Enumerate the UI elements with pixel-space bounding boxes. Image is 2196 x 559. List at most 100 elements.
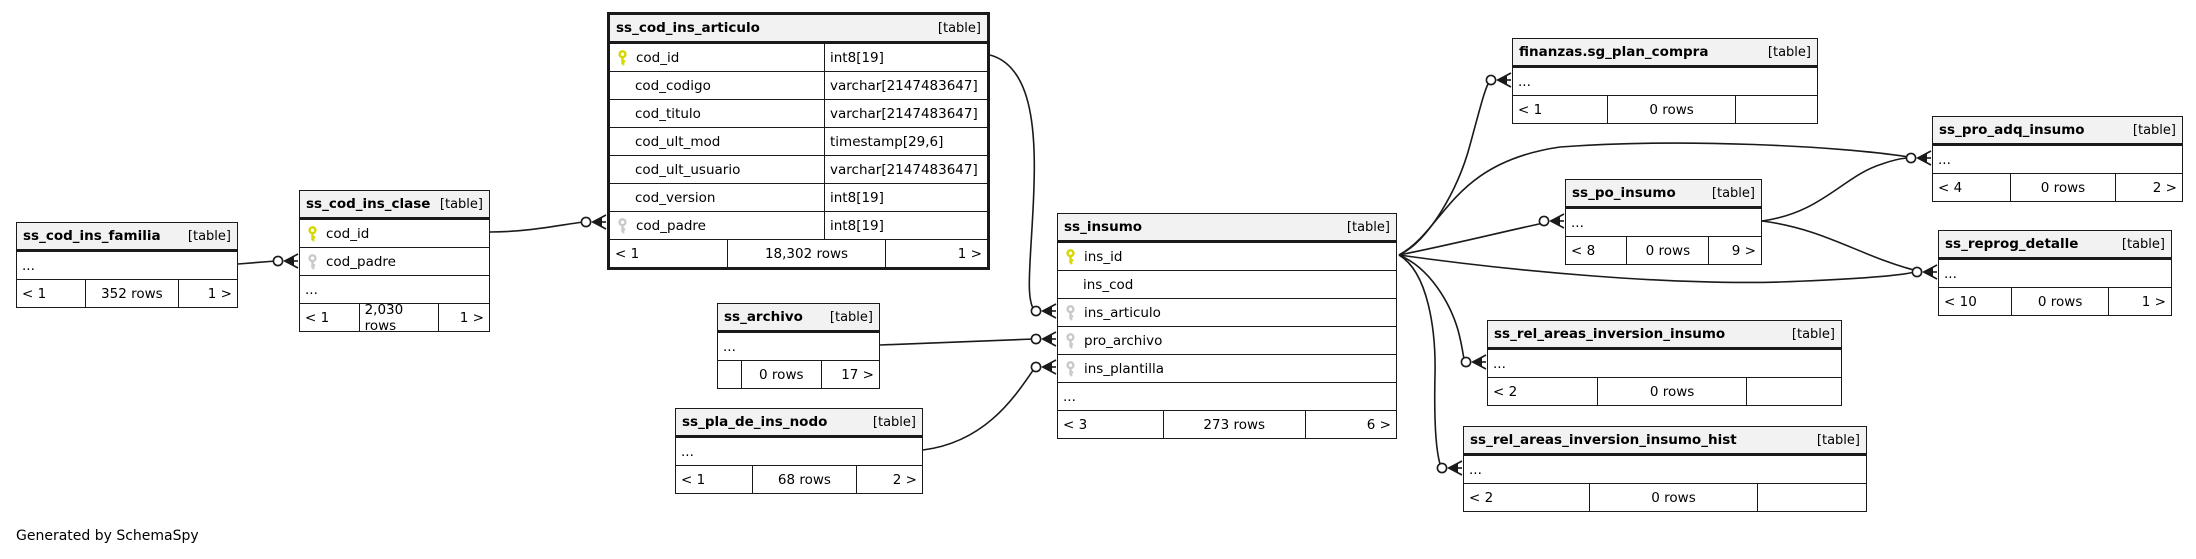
table-header[interactable]: ss_reprog_detalle[table] — [1939, 231, 2171, 259]
pager-next: 1 > — [177, 280, 237, 307]
row-count: 273 rows — [1162, 411, 1305, 438]
row-count: 0 rows — [1597, 378, 1745, 405]
column-name: cod_codigo — [635, 77, 711, 94]
table-badge: [table] — [1711, 185, 1755, 201]
pager-prev: < 8 — [1571, 242, 1596, 259]
table-header[interactable]: ss_rel_areas_inversion_insumo_hist[table… — [1464, 427, 1866, 455]
table-header[interactable]: ss_insumo[table] — [1058, 214, 1396, 242]
pager-prev: < 10 — [1944, 293, 1977, 310]
hidden-columns-ellipsis: ... — [1063, 388, 1076, 405]
table-box-ss_rel_areas_inversion_insumo[interactable]: ss_rel_areas_inversion_insumo[table]...<… — [1487, 320, 1842, 406]
pager-prev: < 2 — [1493, 383, 1518, 400]
column-type: varchar[2147483647] — [830, 105, 978, 122]
column-type: int8[19] — [830, 189, 884, 206]
table-header[interactable]: ss_rel_areas_inversion_insumo[table] — [1488, 321, 1841, 349]
column-row: ... — [718, 332, 879, 360]
hidden-columns-ellipsis: ... — [1944, 265, 1957, 282]
crow-foot-connector — [580, 214, 607, 230]
pager-next — [1734, 96, 1817, 123]
column-name: cod_padre — [326, 253, 396, 270]
table-name: ss_insumo — [1064, 219, 1143, 235]
table-badge: [table] — [439, 196, 483, 212]
column-name: ins_id — [1084, 248, 1123, 265]
pager-next: 17 > — [821, 361, 879, 388]
crow-foot-connector — [1538, 213, 1565, 229]
row-count: 352 rows — [85, 280, 177, 307]
row-count: 2,030 rows — [358, 302, 438, 334]
crow-foot-connector — [1030, 359, 1057, 375]
table-box-ss_cod_ins_clase[interactable]: ss_cod_ins_clase[table]cod_id cod_padre..… — [299, 190, 490, 334]
column-row: ... — [1933, 145, 2182, 173]
column-name: ins_cod — [1083, 276, 1134, 293]
table-name: ss_cod_ins_familia — [23, 228, 161, 244]
table-badge: [table] — [1816, 432, 1860, 448]
row-count: 0 rows — [2010, 174, 2115, 201]
table-name: ss_rel_areas_inversion_insumo — [1494, 326, 1726, 342]
primary-key-icon — [618, 49, 627, 65]
pager-prev: < 3 — [1063, 416, 1088, 433]
pager-next: 2 > — [855, 466, 922, 493]
primary-key-icon — [308, 225, 317, 241]
table-header[interactable]: ss_cod_ins_familia[table] — [17, 223, 237, 251]
foreign-key-icon — [1066, 304, 1075, 320]
table-box-ss_rel_areas_inversion_insumo_hist[interactable]: ss_rel_areas_inversion_insumo_hist[table… — [1463, 426, 1867, 512]
hidden-columns-ellipsis: ... — [1571, 214, 1584, 231]
table-header[interactable]: ss_po_insumo[table] — [1566, 180, 1761, 208]
crow-foot-connector — [1436, 460, 1463, 476]
pager-prev: < 1 — [305, 309, 330, 326]
pager-prev: < 1 — [615, 245, 640, 262]
pager-prev: < 1 — [681, 471, 706, 488]
column-row: ... — [1464, 455, 1866, 483]
column-type: varchar[2147483647] — [830, 161, 978, 178]
table-header[interactable]: finanzas.sg_plan_compra[table] — [1513, 39, 1817, 67]
column-row: cod_id — [300, 219, 489, 247]
table-header[interactable]: ss_archivo[table] — [718, 304, 879, 332]
table-header[interactable]: ss_cod_ins_articulo[table] — [610, 15, 987, 43]
table-header[interactable]: ss_pla_de_ins_nodo[table] — [676, 409, 922, 437]
row-count: 0 rows — [1588, 484, 1758, 511]
row-count: 0 rows — [740, 361, 822, 388]
table-badge: [table] — [829, 309, 873, 325]
column-row: ... — [1513, 67, 1817, 95]
crow-foot-connector — [272, 253, 299, 269]
generated-by-note: Generated by SchemaSpy — [16, 528, 199, 544]
foreign-key-icon — [308, 253, 317, 269]
row-count: 0 rows — [1626, 237, 1708, 264]
column-type: varchar[2147483647] — [830, 77, 978, 94]
column-row: ... — [300, 275, 489, 303]
table-footer: < 2 0 rows — [1488, 377, 1841, 405]
table-header[interactable]: ss_pro_adq_insumo[table] — [1933, 117, 2182, 145]
table-name: ss_pro_adq_insumo — [1939, 122, 2085, 138]
hidden-columns-ellipsis: ... — [681, 443, 694, 460]
column-name: cod_ult_usuario — [635, 161, 741, 178]
table-name: ss_cod_ins_articulo — [616, 20, 760, 36]
table-name: finanzas.sg_plan_compra — [1519, 44, 1709, 60]
column-row: ... — [676, 437, 922, 465]
crow-foot-connector — [1030, 331, 1057, 347]
crow-foot-connector — [1485, 72, 1512, 88]
column-name: pro_archivo — [1084, 332, 1163, 349]
column-name: cod_ult_mod — [635, 133, 721, 150]
table-header[interactable]: ss_cod_ins_clase[table] — [300, 191, 489, 219]
crow-foot-connector — [1030, 303, 1057, 319]
column-name: cod_titulo — [635, 105, 701, 122]
